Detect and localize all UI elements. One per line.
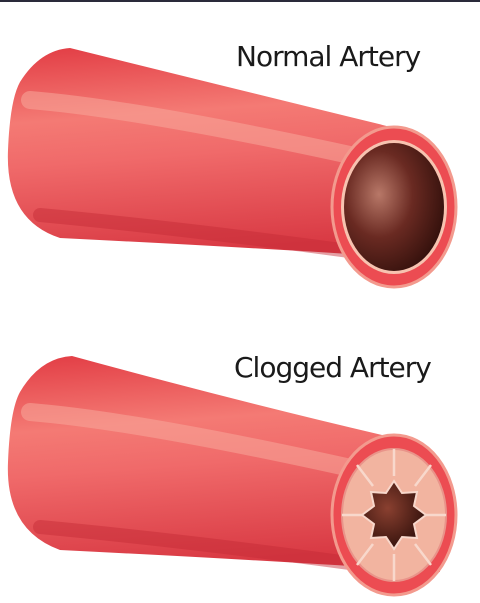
clogged-lumen <box>362 481 426 549</box>
clogged-artery-illustration <box>0 340 480 603</box>
artery-lumen <box>344 143 444 271</box>
normal-artery-illustration <box>0 30 480 310</box>
top-border <box>0 0 480 2</box>
